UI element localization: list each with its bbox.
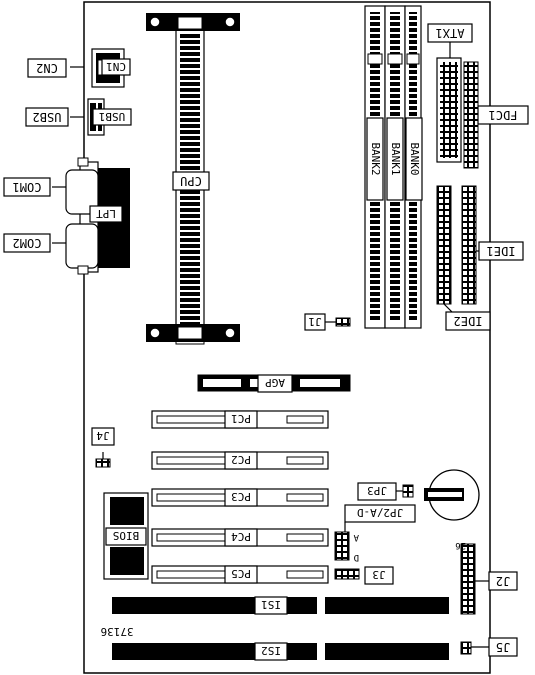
ide1-text: IDE1 xyxy=(487,244,516,258)
cn1-text: CN1 xyxy=(106,60,126,73)
j2-header xyxy=(460,543,476,615)
pc5-label: PC5 xyxy=(224,565,258,584)
lpt-text: LPT xyxy=(96,207,116,220)
com2-text: COM2 xyxy=(13,236,42,250)
pc1-label: PC1 xyxy=(224,410,258,429)
bios-text: BIOS xyxy=(113,529,140,542)
jp3-jumper xyxy=(402,484,414,498)
pc3-text: PC3 xyxy=(231,490,251,503)
fdc1-header xyxy=(463,61,479,169)
usb1-text: USB1 xyxy=(99,110,126,123)
jp2-pin-d-text: D xyxy=(354,552,359,562)
usb1-label: USB1 xyxy=(92,108,132,126)
jp2-text: JP2/A-D xyxy=(357,506,403,519)
cpu-label: CPU xyxy=(172,171,210,191)
j1-label: J1 xyxy=(304,313,326,331)
ide1-label: IDE1 xyxy=(478,241,524,261)
jp2-pin-a-text: A xyxy=(353,532,359,542)
jp3-text: JP3 xyxy=(367,484,387,497)
j3-header xyxy=(334,568,360,580)
is2-text: IS2 xyxy=(261,644,281,657)
is2-label: IS2 xyxy=(254,642,288,661)
j4-label: J4 xyxy=(91,427,115,446)
pc5-text: PC5 xyxy=(231,567,251,580)
fdc1-text: FDC1 xyxy=(489,108,518,122)
pc3-label: PC3 xyxy=(224,488,258,507)
com1-text: COM1 xyxy=(13,180,42,194)
bios-label: BIOS xyxy=(105,527,147,546)
bank0-text: BANK0 xyxy=(408,142,421,175)
usb2-text: USB2 xyxy=(33,110,62,124)
pc4-text: PC4 xyxy=(231,530,251,543)
cn1-label: CN1 xyxy=(101,58,131,76)
agp-label: AGP xyxy=(257,374,293,393)
com1-label: COM1 xyxy=(3,177,51,197)
bank0-label: BANK0 xyxy=(405,117,423,201)
j3-text: J3 xyxy=(372,568,385,581)
part-number: 37136 xyxy=(100,625,133,638)
j4-text: J4 xyxy=(96,429,110,442)
pc1-text: PC1 xyxy=(231,412,251,425)
atx1-label: ATX1 xyxy=(427,23,473,43)
j1-jumper xyxy=(335,317,351,327)
ide2-label: IDE2 xyxy=(445,311,491,331)
pc2-label: PC2 xyxy=(224,451,258,470)
bank2-text: BANK2 xyxy=(369,142,382,175)
j2-pin26-text: 26 xyxy=(455,540,466,550)
j5-jumper xyxy=(460,641,472,655)
j4-jumper xyxy=(95,458,111,468)
pc4-label: PC4 xyxy=(224,528,258,547)
j5-text: J5 xyxy=(496,640,510,654)
jp2-label: JP2/A-D xyxy=(344,504,416,523)
is1-text: IS1 xyxy=(261,598,281,611)
atx1-text: ATX1 xyxy=(436,26,465,40)
j1-text: J1 xyxy=(308,315,321,328)
pc2-text: PC2 xyxy=(231,453,251,466)
cn2-text: CN2 xyxy=(36,61,58,75)
bank1-text: BANK1 xyxy=(389,142,402,175)
jp2-jumper xyxy=(334,531,350,561)
bank2-label: BANK2 xyxy=(366,117,384,201)
lpt-label: LPT xyxy=(89,205,123,223)
j2-text: J2 xyxy=(496,574,510,588)
agp-text: AGP xyxy=(265,376,285,389)
ide-headers xyxy=(436,185,477,305)
battery xyxy=(424,469,480,521)
j3-label: J3 xyxy=(364,566,394,585)
is1-label: IS1 xyxy=(254,596,288,615)
j2-label: J2 xyxy=(488,571,518,591)
ide2-text: IDE2 xyxy=(454,314,483,328)
bank1-label: BANK1 xyxy=(386,117,404,201)
cpu-text: CPU xyxy=(180,174,202,188)
cn2-label: CN2 xyxy=(27,58,67,78)
com2-label: COM2 xyxy=(3,233,51,253)
jp3-label: JP3 xyxy=(357,482,397,501)
atx1-connector xyxy=(436,57,462,163)
usb2-label: USB2 xyxy=(25,107,69,127)
j5-label: J5 xyxy=(488,637,518,657)
fdc1-label: FDC1 xyxy=(477,105,529,125)
